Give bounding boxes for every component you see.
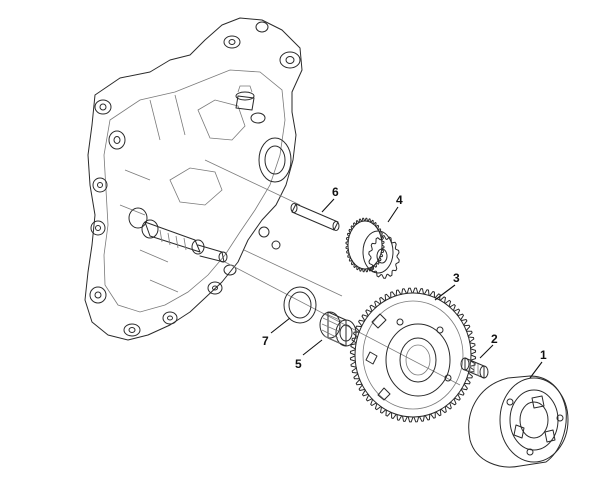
- callout-6: 6: [332, 185, 339, 199]
- leader-3: [434, 284, 456, 301]
- callout-labels: 6 4 3 2 1 7 5: [262, 185, 547, 371]
- leader-6: [321, 198, 335, 213]
- leader-4: [387, 206, 399, 223]
- leader-lines: [270, 198, 543, 379]
- part-1-clutch-housing: [468, 375, 569, 468]
- callout-2: 2: [491, 332, 498, 346]
- part-3-starter-gear: [349, 287, 477, 423]
- crankcase-housing: [84, 17, 303, 341]
- part-2-bolt: [460, 357, 489, 379]
- part-5-needle-bearing: [319, 311, 357, 347]
- starter-gear-teeth: [349, 287, 477, 423]
- leader-2: [479, 344, 494, 359]
- leader-5: [302, 339, 323, 356]
- assembly-axis-lines: [204, 159, 461, 386]
- part-4-idler-gear: [345, 217, 400, 279]
- idler-small-gear-teeth: [368, 235, 400, 279]
- callout-5: 5: [295, 357, 302, 371]
- callout-1: 1: [540, 348, 547, 362]
- leader-7: [270, 317, 291, 334]
- part-7-washer: [283, 286, 317, 324]
- callout-7: 7: [262, 334, 269, 348]
- callout-3: 3: [453, 271, 460, 285]
- callout-4: 4: [396, 193, 403, 207]
- leader-1: [529, 361, 543, 379]
- part-6-shaft: [290, 203, 340, 231]
